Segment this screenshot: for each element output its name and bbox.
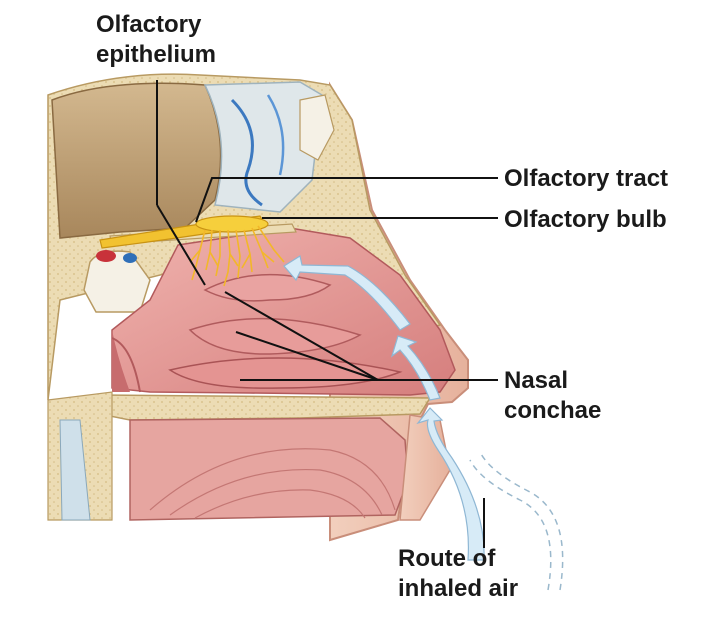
exhaled-air-trace [469, 459, 552, 591]
nasopharynx-fold [111, 337, 141, 393]
tongue-fibers [194, 489, 366, 519]
inhaled-air-arrows [283, 255, 485, 561]
blood-vessel [266, 94, 285, 176]
vessel-blue [123, 253, 137, 263]
olfactory-bulb [195, 215, 269, 233]
nasal-conchae-label: Nasal conchae [504, 366, 601, 426]
label-line: conchae [504, 397, 602, 424]
label-line: Route of [398, 545, 496, 572]
olfactory-bulb-label: Olfactory bulb [504, 206, 667, 233]
leader-line-epithelium [156, 204, 206, 286]
tongue-fibers [169, 468, 383, 516]
soft-palate [59, 419, 91, 521]
tongue-fibers [149, 448, 396, 511]
label-line: inhaled air [398, 575, 519, 602]
label-line: epithelium [96, 41, 217, 68]
blood-vessel [230, 98, 263, 207]
leader-lines [156, 80, 498, 548]
leader-line-conchae [235, 331, 379, 381]
olfactory-epithelium-label: Olfactory epithelium [96, 10, 216, 70]
frontal-tissue [203, 81, 323, 213]
brain [51, 82, 222, 239]
olfactory-tract-label: Olfactory tract [504, 165, 669, 192]
leader-line-conchae [224, 291, 379, 381]
label-line: Nasal [504, 367, 569, 394]
pharynx [112, 330, 130, 392]
olfactory-nerve-filaments [189, 225, 285, 287]
exhaled-air-trace [479, 451, 564, 591]
frontal-sinus [299, 94, 335, 161]
sphenoid-sinus [83, 250, 151, 313]
label-line: Olfactory [96, 11, 202, 38]
route-of-inhaled-air-label: Route of inhaled air [398, 544, 518, 604]
tongue [129, 417, 409, 521]
vessel-red [96, 250, 116, 262]
leader-line-tract [195, 177, 498, 223]
